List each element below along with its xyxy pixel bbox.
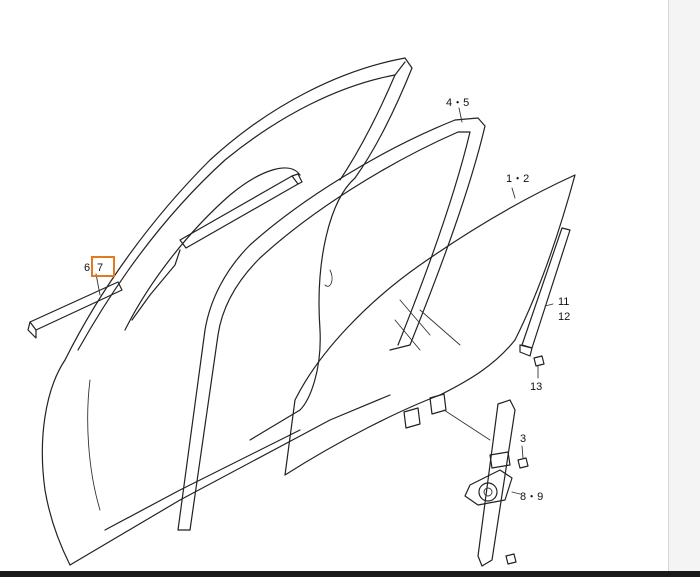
callout-8-9[interactable]: 8・9 <box>520 491 543 503</box>
callout-4-5[interactable]: 4・5 <box>446 97 469 109</box>
bottom-clip <box>505 553 517 565</box>
bottom-edge <box>0 571 700 577</box>
callout-1-2[interactable]: 1・2 <box>506 173 529 185</box>
belt-molding-upper <box>179 173 303 249</box>
door-body <box>41 57 413 566</box>
callout-13[interactable]: 13 <box>530 381 542 393</box>
door-glass <box>284 174 576 476</box>
callout-12[interactable]: 12 <box>558 311 570 323</box>
window-regulator <box>464 399 521 567</box>
rear-sash <box>519 227 571 357</box>
callout-3[interactable]: 3 <box>520 433 526 445</box>
callout-11[interactable]: 11 <box>558 296 569 308</box>
glass-brackets <box>403 393 491 441</box>
callout-7[interactable]: 7 <box>97 262 103 274</box>
glass-run-channel <box>177 107 486 531</box>
bolt-3 <box>517 445 529 469</box>
clip-13 <box>533 355 545 379</box>
selected-callout-box <box>91 256 115 277</box>
callout-6[interactable]: 6 <box>84 262 90 274</box>
belt-molding-outer <box>27 273 123 339</box>
side-panel-edge <box>668 0 700 577</box>
